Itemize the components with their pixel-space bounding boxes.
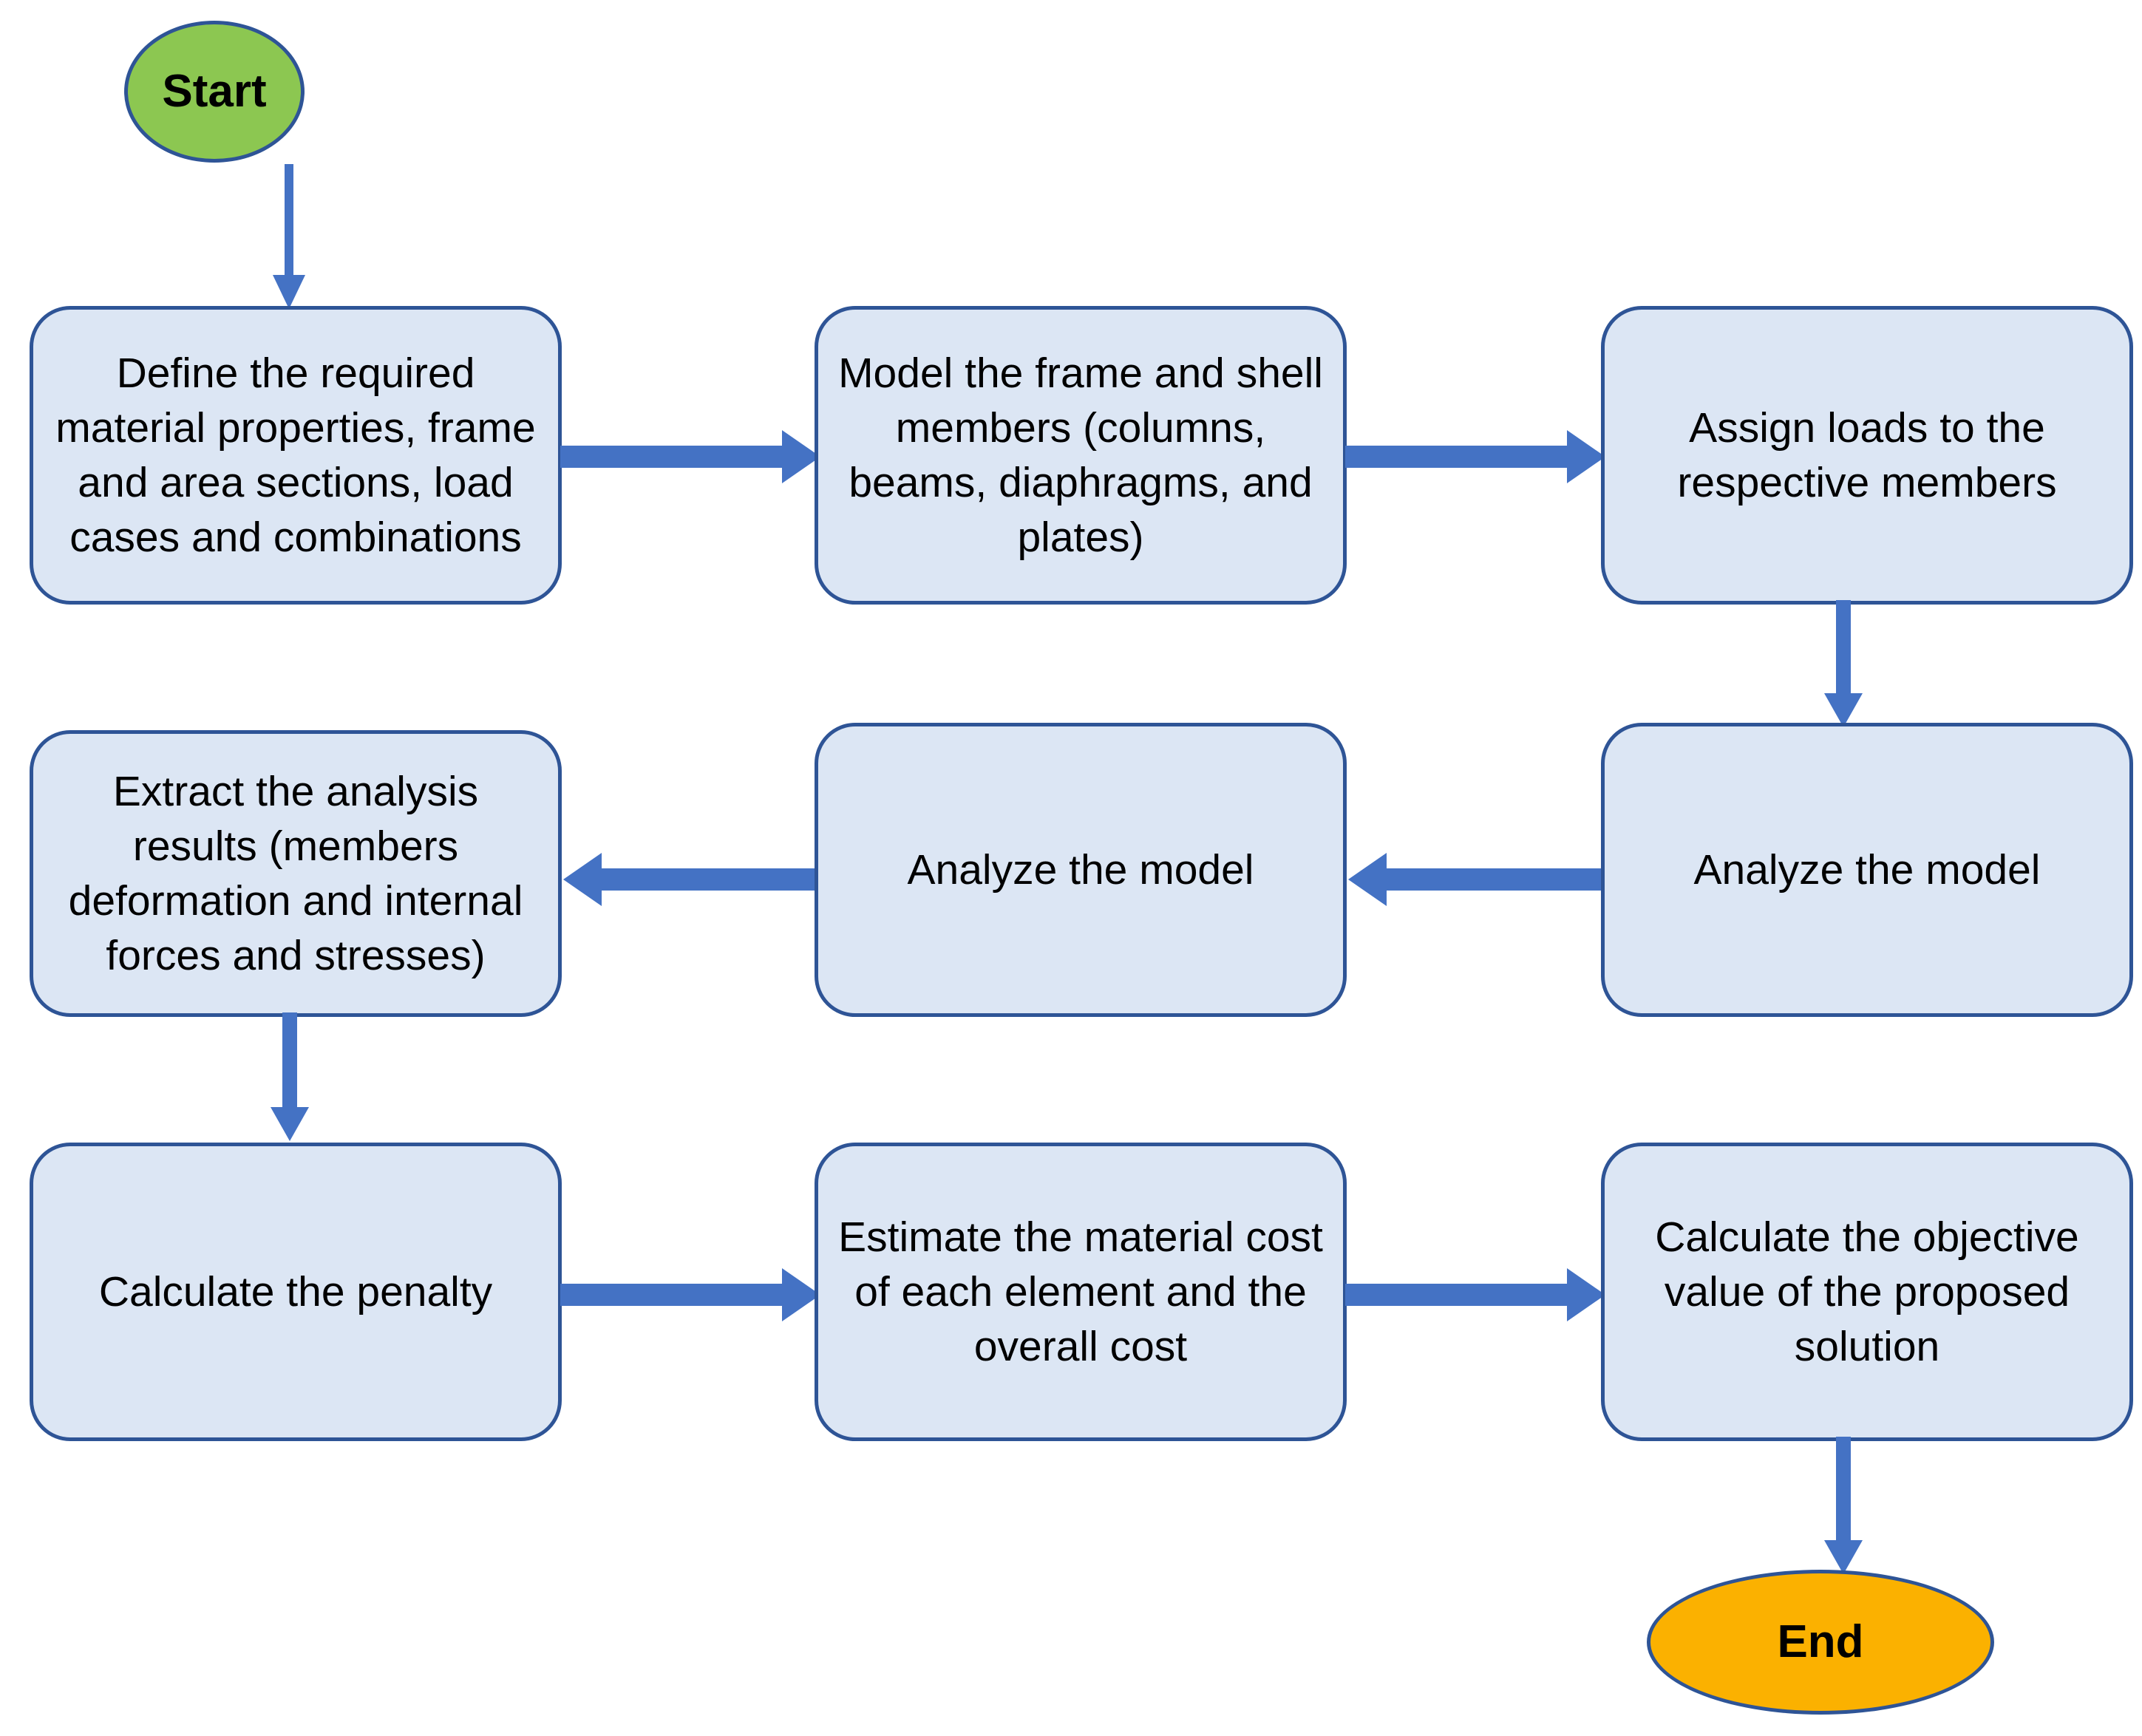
node-define-requirements[interactable]: Define the required material properties,…: [30, 306, 562, 605]
node-assign-loads[interactable]: Assign loads to the respective members: [1601, 306, 2133, 605]
node-extract-results-label: Analyze the model: [907, 845, 1254, 893]
edge-analyze-to-extract: [1348, 845, 1608, 913]
node-end[interactable]: End: [1647, 1570, 1994, 1715]
node-extract-results[interactable]: Analyze the model: [815, 723, 1347, 1017]
node-assess-results-label: Extract the analysis results (members de…: [68, 767, 523, 980]
node-start[interactable]: Start: [124, 21, 305, 163]
node-start-label: Start: [162, 65, 267, 117]
edge-assess-to-penalty: [263, 1012, 316, 1144]
node-assign-loads-label: Assign loads to the respective members: [1677, 404, 2057, 506]
edge-assign-to-analyze: [1817, 600, 1870, 730]
node-analyze-model[interactable]: Analyze the model: [1601, 723, 2133, 1017]
edge-objective-to-end: [1817, 1437, 1870, 1577]
edge-estimate-to-objective: [1345, 1261, 1608, 1329]
node-analyze-model-label: Analyze the model: [1693, 845, 2041, 893]
edge-define-to-model: [560, 423, 823, 491]
edge-penalty-to-estimate: [560, 1261, 823, 1329]
node-calculate-penalty[interactable]: Calculate the penalty: [30, 1143, 562, 1441]
edge-model-to-assign: [1345, 423, 1608, 491]
node-calculate-penalty-label: Calculate the penalty: [98, 1267, 493, 1315]
node-calculate-objective-label: Calculate the objective value of the pro…: [1655, 1213, 2079, 1371]
node-define-requirements-label: Define the required material properties,…: [55, 349, 536, 562]
edge-start-to-define: [262, 164, 316, 312]
node-assess-results[interactable]: Extract the analysis results (members de…: [30, 730, 562, 1017]
node-end-label: End: [1777, 1616, 1864, 1667]
edge-extract-to-assess: [563, 845, 823, 913]
node-model-members-label: Model the frame and shell members (colum…: [838, 349, 1323, 562]
node-estimate-cost[interactable]: Estimate the material cost of each eleme…: [815, 1143, 1347, 1441]
node-estimate-cost-label: Estimate the material cost of each eleme…: [838, 1213, 1323, 1371]
node-calculate-objective[interactable]: Calculate the objective value of the pro…: [1601, 1143, 2133, 1441]
node-model-members[interactable]: Model the frame and shell members (colum…: [815, 306, 1347, 605]
